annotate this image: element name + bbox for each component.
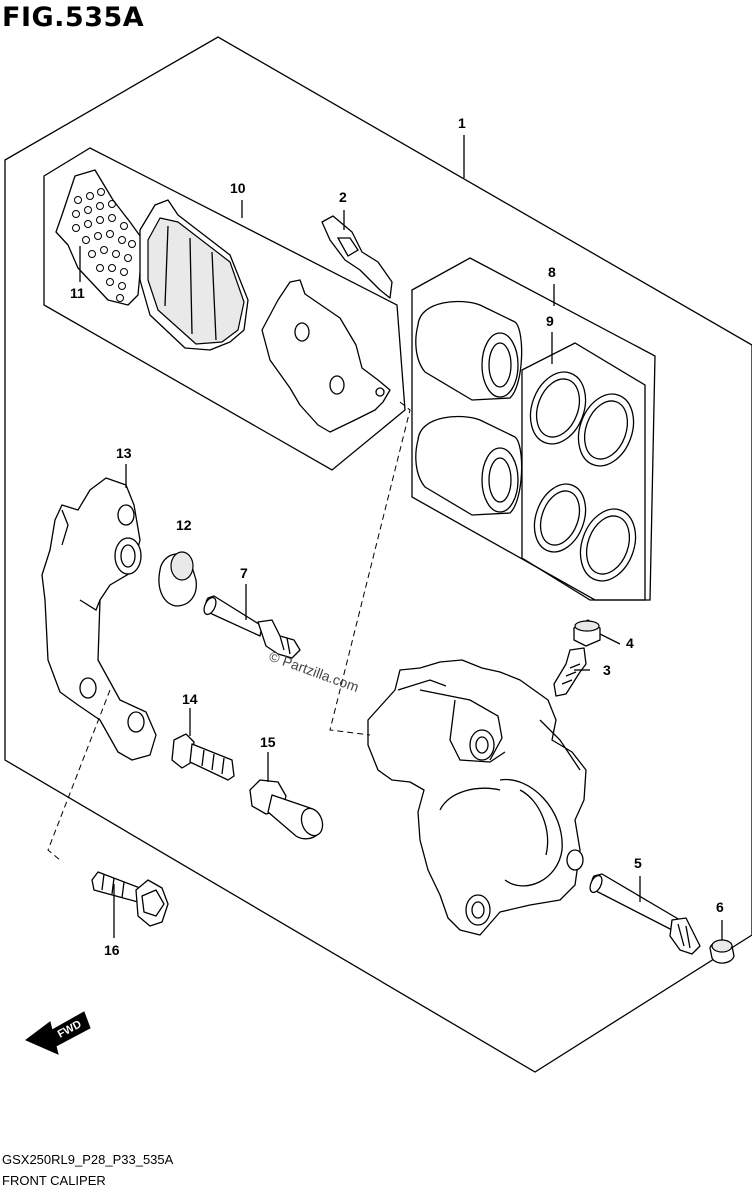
callout-16: 16 [104,942,120,958]
seal-kit-boundary [521,342,646,601]
slide-pin-5-part [589,873,701,955]
caliper-bracket-part [41,477,157,761]
pad-guide-line [329,401,411,736]
callout-2: 2 [339,189,347,205]
leader-4 [599,633,621,645]
callout-14: 14 [182,691,198,707]
callout-13: 13 [116,445,132,461]
callout-11: 11 [70,285,85,301]
pad-shim-part [55,169,144,306]
brake-pad-part [139,199,249,351]
slide-pin-part [203,595,301,659]
mounting-bolt-16-part [91,871,169,927]
bleeder-screw-part [553,647,587,697]
callout-15: 15 [260,734,276,750]
callout-8: 8 [548,264,556,280]
callout-1: 1 [458,115,466,131]
watermark-text: © Partzilla.com [267,648,361,695]
bolt-guide-line [47,689,111,861]
pad-spring-part [321,215,393,299]
mounting-bolt-14-part [171,733,235,781]
callout-3: 3 [603,662,611,678]
model-code: GSX250RL9_P28_P33_535A [2,1152,174,1167]
piston-set-boundary [411,257,656,601]
section-name: FRONT CALIPER [2,1173,106,1188]
callout-4: 4 [626,635,634,651]
boot-part [158,551,197,607]
piston-upper-part [415,300,523,401]
callout-9: 9 [546,313,554,329]
callout-5: 5 [634,855,642,871]
assembly-1-boundary [4,36,752,1073]
callout-10: 10 [230,180,246,196]
figure-title: FIG.535A [2,2,145,33]
forward-direction-arrow: FWD [25,1011,91,1055]
bleeder-cap-part [573,619,601,647]
boot-plug-part [709,939,735,964]
callout-12: 12 [176,517,192,533]
brake-pad-plate-part [261,279,391,433]
callout-7: 7 [240,565,248,581]
seal-rings-part [529,371,637,582]
callout-6: 6 [716,899,724,915]
piston-lower-part [415,415,523,516]
caliper-body-part [367,659,587,936]
pad-set-boundary [43,147,406,471]
mounting-bolt-15-part [249,779,324,840]
